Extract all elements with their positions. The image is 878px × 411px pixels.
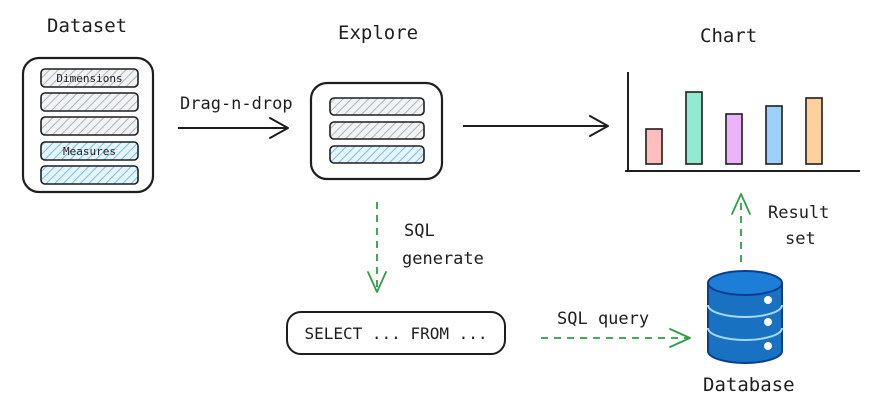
mini-chart-bars — [645, 91, 823, 165]
mini-chart-bar — [765, 105, 783, 165]
mini-chart-bar — [725, 113, 743, 165]
dataset-measures-label: Measures — [63, 145, 116, 158]
chart-title: Chart — [700, 25, 758, 47]
dataset-title: Dataset — [47, 15, 128, 37]
mini-chart-bar — [805, 97, 823, 165]
dataset-measures-field — [40, 141, 139, 161]
explore-dimension-row — [329, 121, 425, 140]
database-icon — [707, 270, 783, 364]
result-set-label-line2: set — [785, 229, 816, 249]
sql-statement-text: SELECT ... FROM ... — [304, 324, 487, 343]
mini-chart-bar — [645, 128, 663, 165]
dataset-node: Dimensions Measures — [21, 56, 155, 194]
explore-title: Explore — [338, 22, 419, 44]
explore-to-chart-arrow — [463, 115, 609, 137]
sql-generate-label-line2: generate — [402, 249, 484, 269]
result-set-arrow — [731, 193, 751, 262]
dataset-measure-row — [40, 165, 139, 185]
result-set-label-line1: Result — [768, 203, 830, 223]
mini-chart-bar — [685, 91, 703, 165]
dataset-dimension-row — [40, 92, 139, 112]
dataset-dimensions-field — [40, 68, 139, 88]
dataset-dimension-row — [40, 116, 139, 136]
sql-statement-node: SELECT ... FROM ... — [286, 311, 506, 355]
explore-dimension-row — [329, 97, 425, 116]
drag-drop-arrow — [178, 117, 289, 139]
sql-query-label: SQL query — [557, 309, 650, 329]
sql-query-arrow — [541, 328, 691, 348]
sql-generate-label-line1: SQL — [404, 221, 435, 241]
sql-statement-box — [286, 311, 506, 355]
chart-node — [625, 72, 860, 172]
explore-measure-row — [329, 145, 425, 164]
sql-generate-arrow — [367, 202, 387, 293]
dataset-dimensions-label: Dimensions — [56, 72, 122, 85]
drag-drop-label: Drag-n-drop — [180, 94, 293, 114]
explore-node — [309, 81, 444, 181]
database-title: Database — [703, 374, 795, 396]
